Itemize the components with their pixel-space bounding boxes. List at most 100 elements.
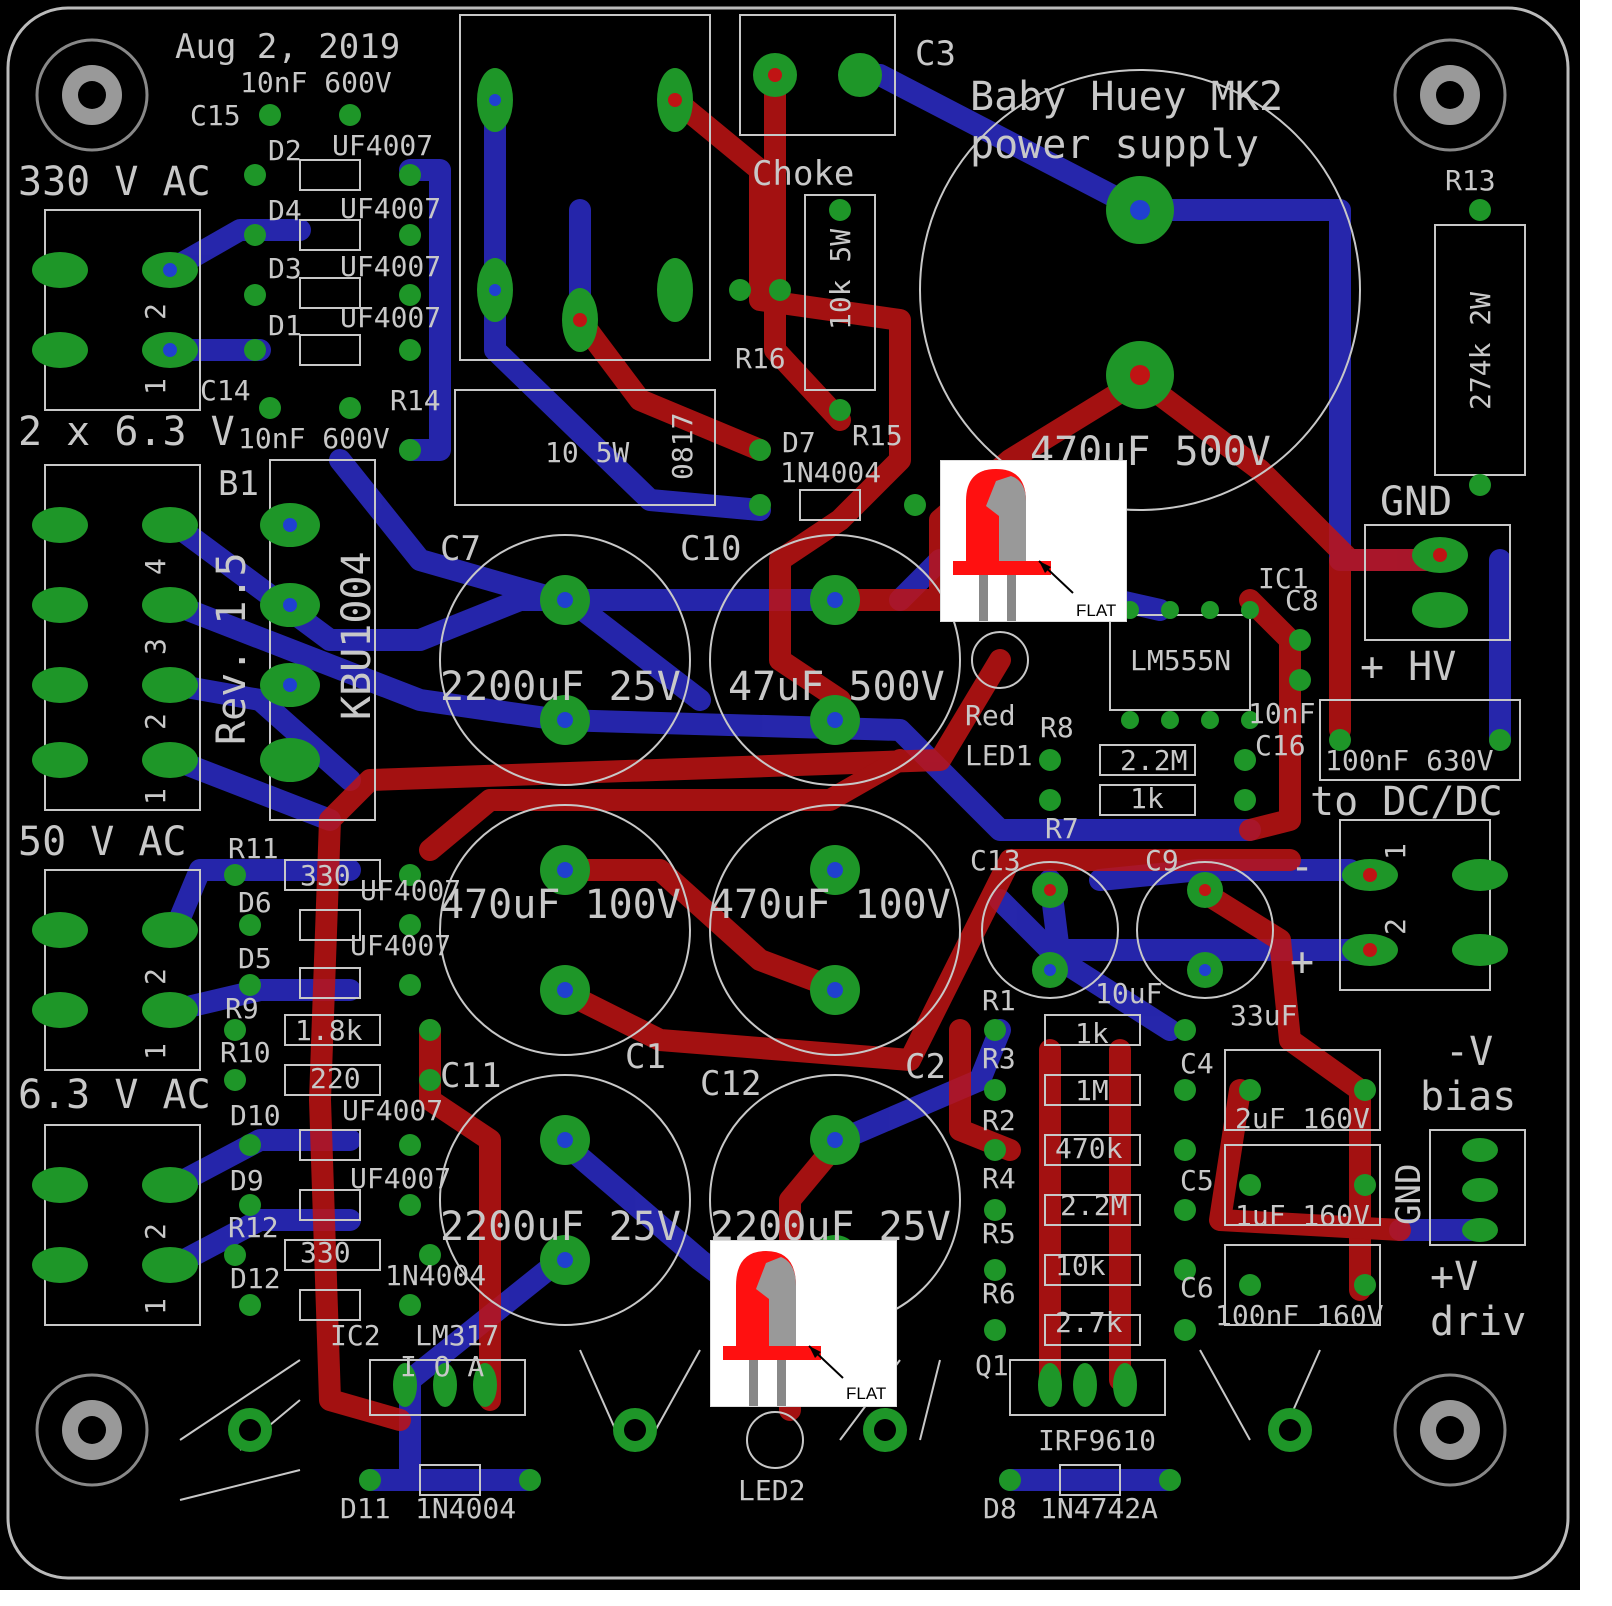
label-c5-value: 1uF 160V (1235, 1199, 1370, 1232)
connector-63vac-outline (44, 1124, 201, 1326)
label-c3: C3 (915, 34, 956, 74)
label-r16: R16 (735, 342, 786, 375)
label-d12: D12 (230, 1262, 281, 1295)
mount-hole-bl (35, 1373, 149, 1487)
label-r4: R4 (982, 1162, 1016, 1195)
pin-label-50-1: 1 (139, 1043, 172, 1060)
c2-outline (709, 804, 961, 1056)
r14-outline (454, 389, 716, 506)
label-led1: LED1 (965, 739, 1032, 772)
pin-label-6ac-1: 1 (139, 1298, 172, 1315)
chv-outline (1319, 699, 1521, 781)
label-d8: D8 (983, 1492, 1017, 1525)
label-2x63v: 2 x 6.3 V (18, 409, 235, 455)
led1-flat-note: FLAT (1076, 601, 1116, 620)
c10-outline (709, 534, 961, 786)
label-r8: R8 (1040, 711, 1074, 744)
pin-label-63-3: 3 (139, 638, 172, 655)
label-c4-value: 2uF 160V (1235, 1102, 1370, 1135)
label-d7: D7 (782, 426, 816, 459)
label-b1-value: KBU1004 (334, 551, 380, 720)
label-gnd-vertical: GND (1389, 1164, 1429, 1225)
label-r9-value: 1.8k (295, 1014, 363, 1047)
label-r12: R12 (228, 1211, 279, 1244)
label-r5: R5 (982, 1217, 1016, 1250)
led2-flat-note: FLAT (846, 1384, 886, 1403)
c4-outline (1224, 1049, 1381, 1131)
label-d5-value: UF4007 (350, 929, 451, 962)
label-r4-value: 2.2M (1060, 1189, 1127, 1222)
label-r8-value: 2.2M (1120, 744, 1187, 777)
label-c8-value: 10nF (1248, 697, 1315, 730)
led1-orientation-callout: FLAT (940, 460, 1127, 622)
diode-outlines (284, 159, 1196, 1496)
label-c12: C12 (700, 1064, 761, 1104)
label-r11: R11 (228, 832, 279, 865)
label-r6-value: 2.7k (1055, 1306, 1123, 1339)
hv-connector-outline (1364, 524, 1511, 641)
label-d11-value: 1N4004 (415, 1492, 516, 1525)
label-r11-value: 330 (300, 859, 351, 892)
pin-label-dc-1: 1 (1379, 843, 1412, 860)
label-chv-value: 100nF 630V (1325, 744, 1494, 777)
label-r5-value: 10k (1055, 1249, 1106, 1282)
cbig-outline (919, 69, 1361, 511)
label-c1-value: 470uF 100V (440, 882, 681, 928)
label-hv: + HV (1360, 644, 1456, 690)
label-r16-value: 10k 5W (824, 229, 857, 330)
c6-outline (1224, 1244, 1381, 1326)
label-c10: C10 (680, 529, 741, 569)
c5-outline (1224, 1144, 1381, 1226)
connector-330vac-outline (44, 209, 201, 411)
label-r2: R2 (982, 1104, 1016, 1137)
label-r13: R13 (1445, 164, 1496, 197)
label-c1: C1 (625, 1037, 666, 1077)
label-ic2-value: LM317 (415, 1319, 499, 1352)
connector-2x63v-outline (44, 464, 201, 811)
label-ic1: IC1 (1258, 562, 1309, 595)
mounting-holes (35, 38, 1507, 1487)
pin-label-330-1: 1 (139, 378, 172, 395)
label-bias-1: -V (1445, 1029, 1493, 1075)
label-b1: B1 (218, 464, 259, 504)
label-r1: R1 (982, 984, 1016, 1017)
label-63vac: 6.3 V AC (18, 1072, 211, 1118)
label-bias-2: bias (1420, 1074, 1516, 1120)
label-ic1-value: LM555N (1130, 644, 1231, 677)
ic1-outline (1109, 614, 1251, 711)
label-c7-value: 2200uF 25V (440, 664, 681, 710)
label-d2-value: UF4007 (332, 129, 433, 162)
label-q1-value: IRF9610 (1038, 1424, 1156, 1457)
label-d9-value: UF4007 (350, 1162, 451, 1195)
bias-connector-outline (1429, 1129, 1526, 1246)
label-choke: Choke (752, 154, 854, 194)
label-c15-value: 10nF 600V (240, 66, 392, 99)
mount-hole-tl (35, 38, 149, 152)
label-r10: R10 (220, 1036, 271, 1069)
label-d3: D3 (268, 252, 302, 285)
label-c4: C4 (1180, 1047, 1214, 1080)
pads (32, 53, 1511, 1491)
label-r3-value: 1M (1075, 1074, 1109, 1107)
pin-label-50-2: 2 (139, 968, 172, 985)
mount-hole-tr (1393, 38, 1507, 152)
label-330vac: 330 V AC (18, 159, 211, 205)
label-driv-2: driv (1430, 1299, 1526, 1345)
label-d7-value: 1N4004 (780, 456, 881, 489)
revision-label: Rev. 1.5 (209, 552, 255, 745)
label-plus: + (1290, 939, 1314, 985)
label-r14-value: 10 5W (545, 436, 629, 469)
label-c11-value: 2200uF 25V (440, 1204, 681, 1250)
label-c8: C8 (1285, 584, 1319, 617)
label-q1: Q1 (975, 1349, 1009, 1382)
r16-outline (804, 194, 876, 391)
label-c16: C16 (1255, 729, 1306, 762)
led2-orientation-callout: FLAT (710, 1240, 897, 1407)
c11-outline (439, 1074, 691, 1326)
label-c10-value: 47uF 500V (728, 664, 945, 710)
label-c13-value: 10uF (1095, 977, 1162, 1010)
label-ic2: IC2 (330, 1319, 381, 1352)
board-title-line2: power supply (970, 122, 1259, 168)
label-d10-value: UF4007 (342, 1094, 443, 1127)
